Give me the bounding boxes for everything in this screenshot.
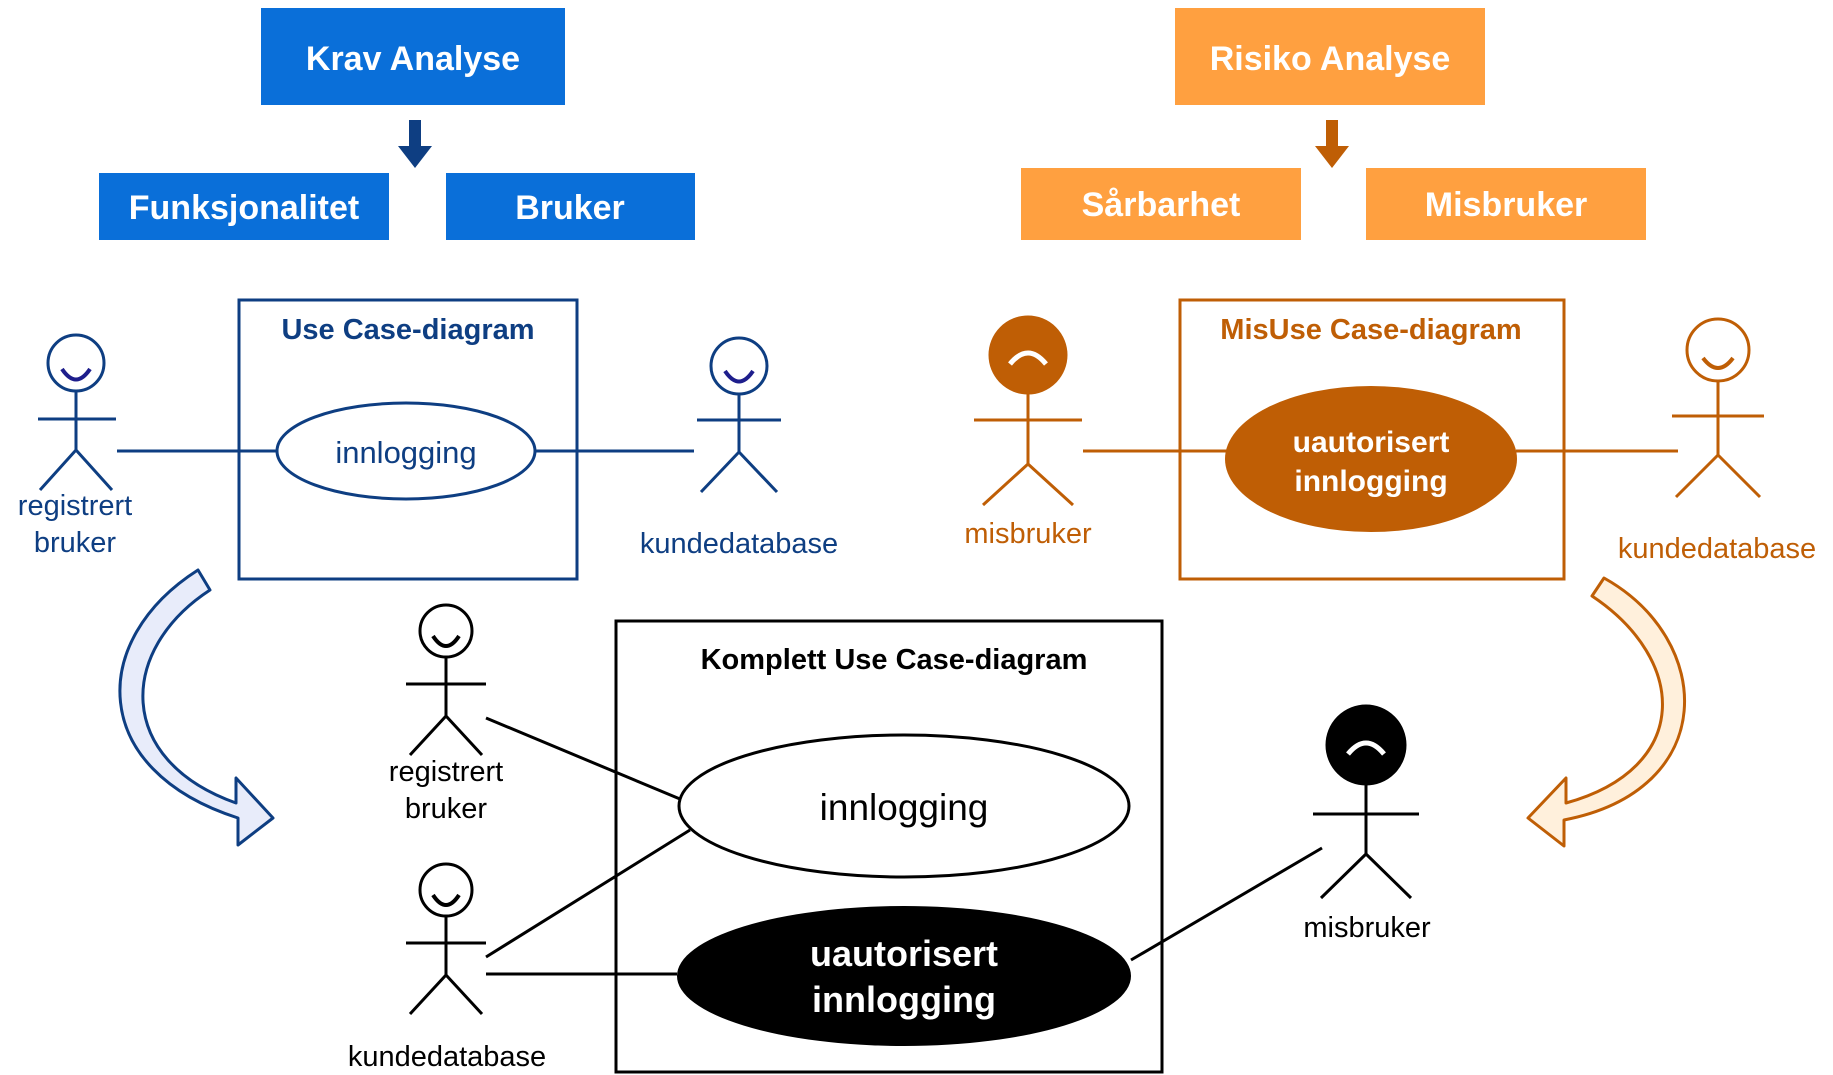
krav-analyse-label: Krav Analyse [306, 40, 520, 78]
actor-bottom-kundedatabase-label: kundedatabase [348, 1041, 546, 1073]
misbruker-label: Misbruker [1425, 186, 1588, 224]
krav-analyse-section: Krav Analyse Funksjonalitet Bruker Use C… [18, 8, 838, 847]
funksjonalitet-box [99, 173, 389, 240]
komplett-diagram-boundary [614, 619, 1164, 1074]
sarbarhet-label: Sårbarhet [1082, 186, 1241, 224]
actor-kundedatabase-icon [697, 336, 781, 494]
misusecase-label-2: innlogging [1294, 465, 1447, 498]
assoc-bottom-misbruker-uautorisert [1130, 846, 1323, 962]
misuse-case-diagram-boundary [1178, 298, 1566, 581]
misuse-case-diagram-title: MisUse Case-diagram [1220, 314, 1521, 346]
bruker-box [446, 173, 695, 240]
bottom-usecase-uautorisert-label-2: innlogging [812, 979, 996, 1020]
actor-bottom-registrert-label-2: bruker [405, 793, 488, 825]
actor-bottom-registrert-icon [406, 603, 486, 757]
risiko-analyse-section: Risiko Analyse Sårbarhet Misbruker MisUs… [964, 8, 1816, 848]
actor-bottom-registrert-label-1: registrert [389, 756, 503, 788]
bottom-usecase-innlogging-label: innlogging [820, 787, 989, 828]
actor-kundedatabase-label: kundedatabase [640, 528, 838, 560]
actor-misbruker-orange-icon [974, 315, 1082, 507]
misusecase-label-1: uautorisert [1293, 426, 1450, 459]
actor-bottom-kundedatabase-icon [406, 862, 486, 1016]
actor-registrert-label-1: registrert [18, 490, 132, 522]
assoc-bottom-kunde-innlogging [485, 828, 691, 959]
actor-registrert-bruker-icon [38, 333, 116, 492]
misbruker-box [1366, 168, 1646, 240]
actor-bottom-misbruker-label: misbruker [1303, 912, 1431, 944]
actor-registrert-label-2: bruker [34, 527, 117, 559]
bottom-usecase-innlogging [677, 733, 1131, 879]
curved-arrow-left-icon [118, 568, 275, 847]
krav-analyse-box [261, 8, 565, 105]
bottom-usecase-uautorisert [677, 906, 1131, 1046]
assoc-bottom-registrert-innlogging [485, 716, 681, 801]
curved-arrow-right-icon [1526, 576, 1687, 848]
down-arrow-icon [398, 120, 432, 168]
down-arrow-orange-icon [1315, 120, 1349, 168]
risiko-analyse-label: Risiko Analyse [1210, 40, 1451, 78]
sarbarhet-box [1021, 168, 1301, 240]
risiko-analyse-box [1175, 8, 1485, 105]
actor-bottom-misbruker-icon [1313, 704, 1419, 900]
bottom-usecase-uautorisert-label-1: uautorisert [810, 933, 998, 974]
bruker-label: Bruker [515, 189, 625, 227]
use-case-diagram-title: Use Case-diagram [281, 314, 534, 346]
usecase-innlogging-label: innlogging [335, 435, 476, 470]
komplett-diagram-title: Komplett Use Case-diagram [701, 644, 1088, 676]
use-case-diagram-boundary [237, 298, 579, 581]
usecase-innlogging [275, 401, 537, 501]
actor-misbruker-orange-label: misbruker [964, 518, 1092, 550]
actor-kundedatabase-orange-label: kundedatabase [1618, 533, 1816, 565]
funksjonalitet-label: Funksjonalitet [129, 189, 359, 227]
komplett-section: Komplett Use Case-diagram innlogging uau… [348, 603, 1431, 1074]
actor-kundedatabase-orange-icon [1672, 317, 1764, 499]
misusecase-uautorisert-innlogging [1225, 386, 1517, 532]
